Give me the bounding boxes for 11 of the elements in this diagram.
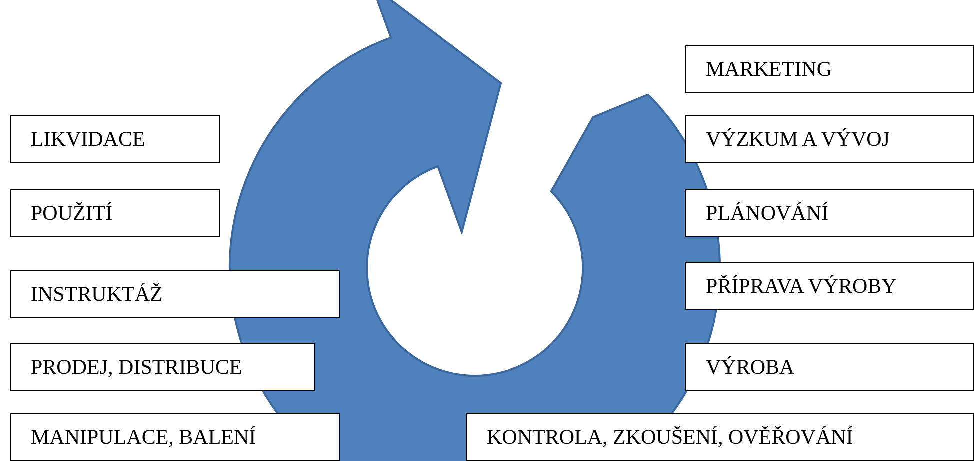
process-box: PRODEJ, DISTRIBUCE bbox=[10, 343, 315, 391]
process-box: PŘÍPRAVA VÝROBY bbox=[685, 262, 974, 310]
process-box: MANIPULACE, BALENÍ bbox=[10, 413, 340, 461]
process-box: MARKETING bbox=[685, 45, 974, 93]
process-box: VÝROBA bbox=[685, 343, 974, 391]
process-box: LIKVIDACE bbox=[10, 115, 220, 163]
process-box: POUŽITÍ bbox=[10, 189, 220, 237]
process-box: KONTROLA, ZKOUŠENÍ, OVĚŘOVÁNÍ bbox=[466, 413, 974, 461]
process-box: PLÁNOVÁNÍ bbox=[685, 189, 974, 237]
process-box: VÝZKUM A VÝVOJ bbox=[685, 115, 974, 163]
process-box: INSTRUKTÁŽ bbox=[10, 270, 340, 318]
